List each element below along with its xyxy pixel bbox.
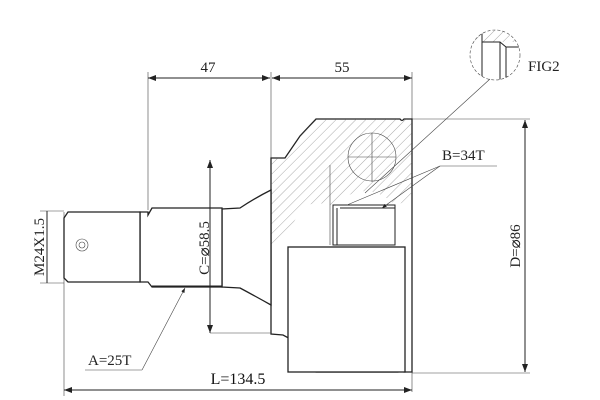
leader-b: B=34T [346, 148, 497, 209]
center-mark-icon [75, 238, 89, 252]
dimension-47: 47 [148, 60, 270, 81]
dimension-thread: M24X1.5 [32, 211, 48, 283]
dimension-d: D=⌀86 [508, 120, 528, 372]
dim-47-label: 47 [201, 60, 217, 76]
dimension-l: L=134.5 [64, 370, 412, 393]
dimension-55: 55 [272, 60, 412, 81]
leader-a: A=25T [85, 287, 186, 371]
thread-label: M24X1.5 [32, 218, 48, 276]
dim-c-label: C=⌀58.5 [197, 221, 213, 275]
dim-d-label: D=⌀86 [508, 224, 524, 268]
dim-55-label: 55 [335, 60, 350, 76]
dimension-c: C=⌀58.5 [197, 160, 271, 334]
dim-l-label: L=134.5 [211, 371, 266, 388]
bell-housing [270, 118, 413, 373]
stub-shaft [63, 188, 272, 307]
spline-a-label: A=25T [88, 353, 131, 369]
fig2-label: FIG2 [528, 59, 560, 75]
spline-b-label: B=34T [442, 148, 485, 164]
